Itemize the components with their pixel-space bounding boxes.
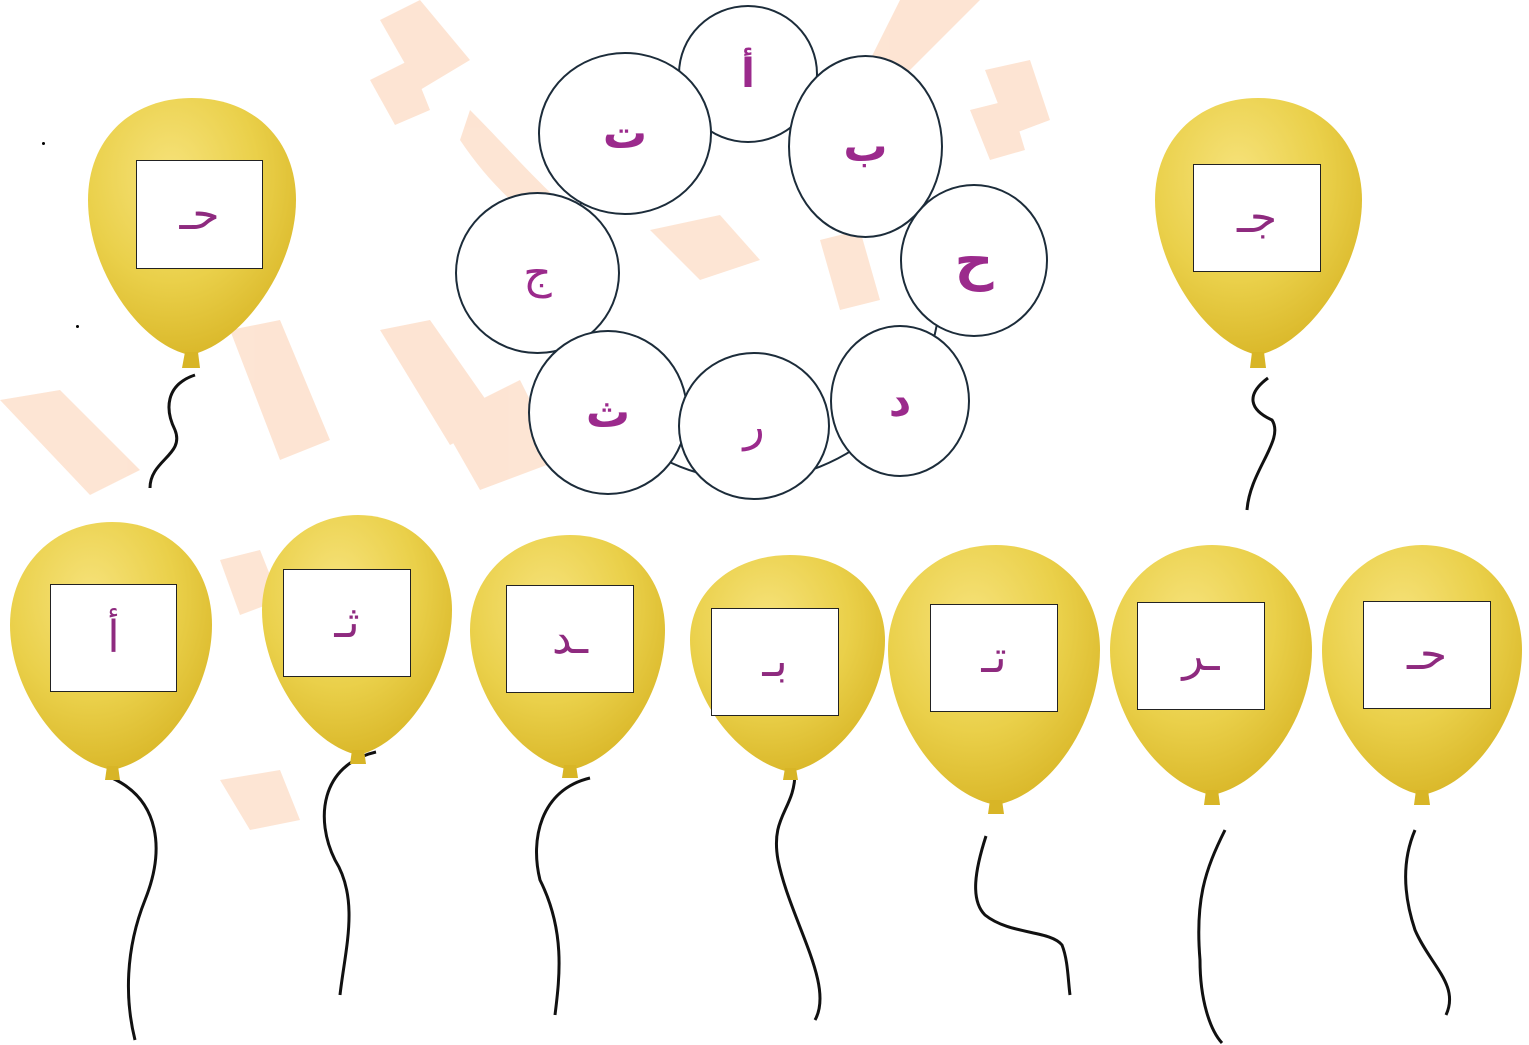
balloon-strings — [111, 373, 1452, 1045]
string-b7 — [1404, 829, 1452, 1016]
balloon-label-b5: تـ — [930, 604, 1058, 712]
string-b6 — [1197, 829, 1227, 1045]
balloon-label-b4: بـ — [711, 608, 839, 716]
balloon-label-b3: ـد — [506, 585, 634, 693]
string-b4 — [775, 771, 822, 1021]
string-top-right — [1245, 376, 1277, 511]
circle-letter-ba: ب — [788, 55, 943, 238]
balloon-label-b1: أ — [50, 584, 177, 692]
string-b3 — [535, 776, 591, 1016]
string-b1 — [111, 776, 158, 1041]
balloon-label-b2: ثـ — [283, 569, 411, 677]
circle-letter-ha: ح — [900, 184, 1048, 337]
balloon-label-top-left: حـ — [136, 160, 263, 269]
string-b5 — [974, 835, 1072, 996]
circle-letter-ra: ر — [678, 352, 830, 500]
balloon-label-b6: ـر — [1137, 602, 1265, 710]
circle-letter-dal: د — [830, 325, 970, 477]
circle-letter-tha: ث — [528, 330, 688, 495]
string-top-left — [148, 373, 196, 489]
circle-letter-ta: ت — [538, 52, 712, 215]
balloon-label-b7: حـ — [1363, 601, 1491, 709]
stray-dot — [76, 325, 79, 328]
stray-dot — [42, 142, 45, 145]
circle-letter-jim: ج — [455, 192, 620, 354]
balloon-label-top-right: جـ — [1193, 164, 1321, 272]
string-b2 — [322, 750, 377, 996]
